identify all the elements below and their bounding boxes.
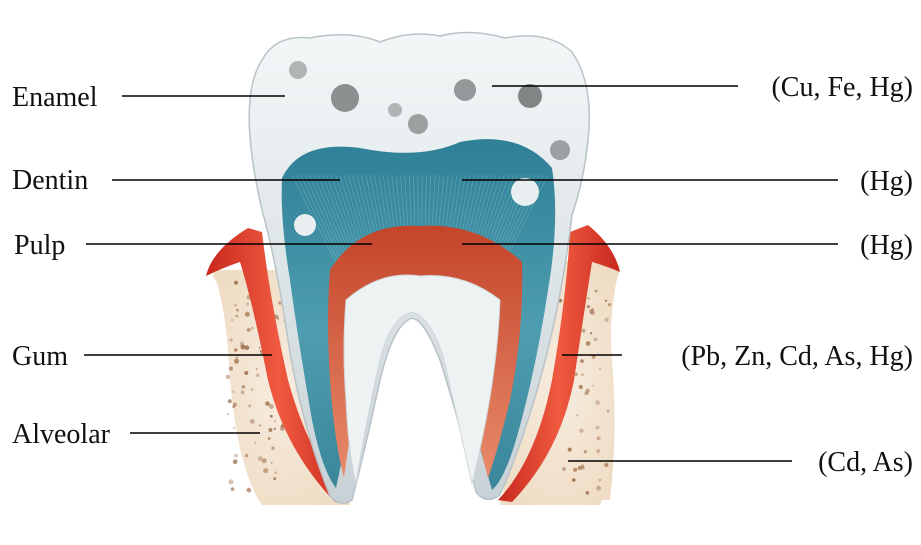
bone-pore	[562, 467, 566, 471]
bone-pore	[270, 415, 273, 418]
bone-pore	[579, 429, 583, 433]
bone-pore	[241, 390, 245, 394]
bone-pore	[234, 359, 239, 364]
bone-pore	[597, 436, 601, 440]
bone-pore	[271, 462, 273, 464]
bone-pore	[579, 385, 583, 389]
bone-pore	[580, 359, 584, 363]
bone-pore	[231, 319, 234, 322]
bone-pore	[581, 373, 584, 376]
bone-pore	[234, 454, 238, 458]
bone-pore	[595, 290, 598, 293]
bone-pore	[573, 468, 577, 472]
bone-pore	[265, 402, 269, 406]
bone-pore	[589, 309, 594, 314]
bone-pore	[229, 367, 233, 371]
bone-pore	[278, 301, 281, 304]
bone-pore	[232, 391, 234, 393]
bone-pore	[236, 356, 239, 359]
bone-pore	[269, 404, 274, 409]
bone-pore	[587, 305, 590, 308]
label-enamel-metals: (Cu, Fe, Hg)	[771, 74, 913, 102]
bone-pore	[605, 300, 607, 302]
bone-pore	[576, 415, 578, 417]
bone-pore	[248, 404, 251, 407]
bone-pore	[273, 477, 276, 480]
bone-pore	[234, 281, 238, 285]
bone-pore	[596, 486, 601, 491]
bone-pore	[234, 304, 236, 306]
bone-pore	[596, 426, 600, 430]
bone-pore	[595, 400, 600, 405]
bone-pore	[604, 463, 608, 467]
pulp	[328, 226, 522, 484]
bone-pore	[228, 399, 232, 403]
bone-pore	[251, 327, 254, 330]
label-gum-metals: (Pb, Zn, Cd, As, Hg)	[681, 343, 913, 371]
label-pulp: Pulp	[14, 232, 65, 260]
label-enamel: Enamel	[12, 84, 98, 112]
bone-pore	[234, 348, 237, 351]
bone-pore	[590, 332, 592, 334]
label-dentin-metals: (Hg)	[860, 168, 913, 196]
bone-pore	[236, 315, 239, 318]
bone-pore	[245, 454, 248, 457]
bone-pore	[604, 318, 608, 322]
bone-pore	[236, 309, 239, 312]
label-dentin: Dentin	[12, 167, 88, 195]
bone-pore	[608, 303, 611, 306]
bone-pore	[599, 479, 601, 481]
bone-pore	[594, 338, 598, 342]
bone-pore	[229, 479, 234, 484]
bone-pore	[271, 447, 274, 450]
bone-pore	[226, 375, 230, 379]
bone-pore	[254, 442, 256, 444]
bone-pore	[596, 449, 600, 453]
bone-pore	[572, 478, 576, 482]
bone-pore	[568, 448, 572, 452]
bone-pore	[268, 428, 272, 432]
bone-pore	[256, 374, 260, 378]
label-alveolar: Alveolar	[12, 421, 110, 449]
bone-pore	[587, 297, 589, 299]
bone-pore	[251, 388, 254, 391]
bone-pore	[233, 403, 237, 407]
bone-pore	[246, 303, 249, 306]
bone-pore	[586, 389, 590, 393]
bone-pore	[227, 413, 229, 415]
bone-pore	[259, 425, 261, 427]
bone-pore	[247, 488, 252, 493]
bone-pore	[229, 338, 232, 341]
bone-pore	[244, 371, 248, 375]
label-pulp-metals: (Hg)	[860, 232, 913, 260]
bone-pore	[274, 471, 277, 474]
label-alveolar-metals: (Cd, As)	[818, 449, 913, 477]
bone-pore	[274, 428, 276, 430]
bone-pore	[242, 385, 246, 389]
bone-pore	[247, 328, 251, 332]
bone-pore	[274, 420, 276, 422]
bone-pore	[586, 341, 591, 346]
bone-pore	[607, 410, 610, 413]
bone-pore	[584, 450, 587, 453]
bone-pore	[263, 468, 268, 473]
bone-pore	[268, 437, 271, 440]
bone-pore	[231, 487, 235, 491]
bone-pore	[233, 427, 235, 429]
bone-pore	[250, 419, 255, 424]
bone-pore	[582, 329, 586, 333]
bone-pore	[233, 459, 238, 464]
bone-pore	[259, 347, 261, 349]
bone-pore	[592, 385, 594, 387]
bone-pore	[262, 458, 267, 463]
bone-pore	[245, 312, 250, 317]
bone-pore	[578, 466, 582, 470]
bone-pore	[599, 368, 601, 370]
bone-pore	[256, 368, 258, 370]
bone-pore	[245, 345, 250, 350]
bone-pore	[585, 491, 589, 495]
label-gum: Gum	[12, 343, 68, 371]
